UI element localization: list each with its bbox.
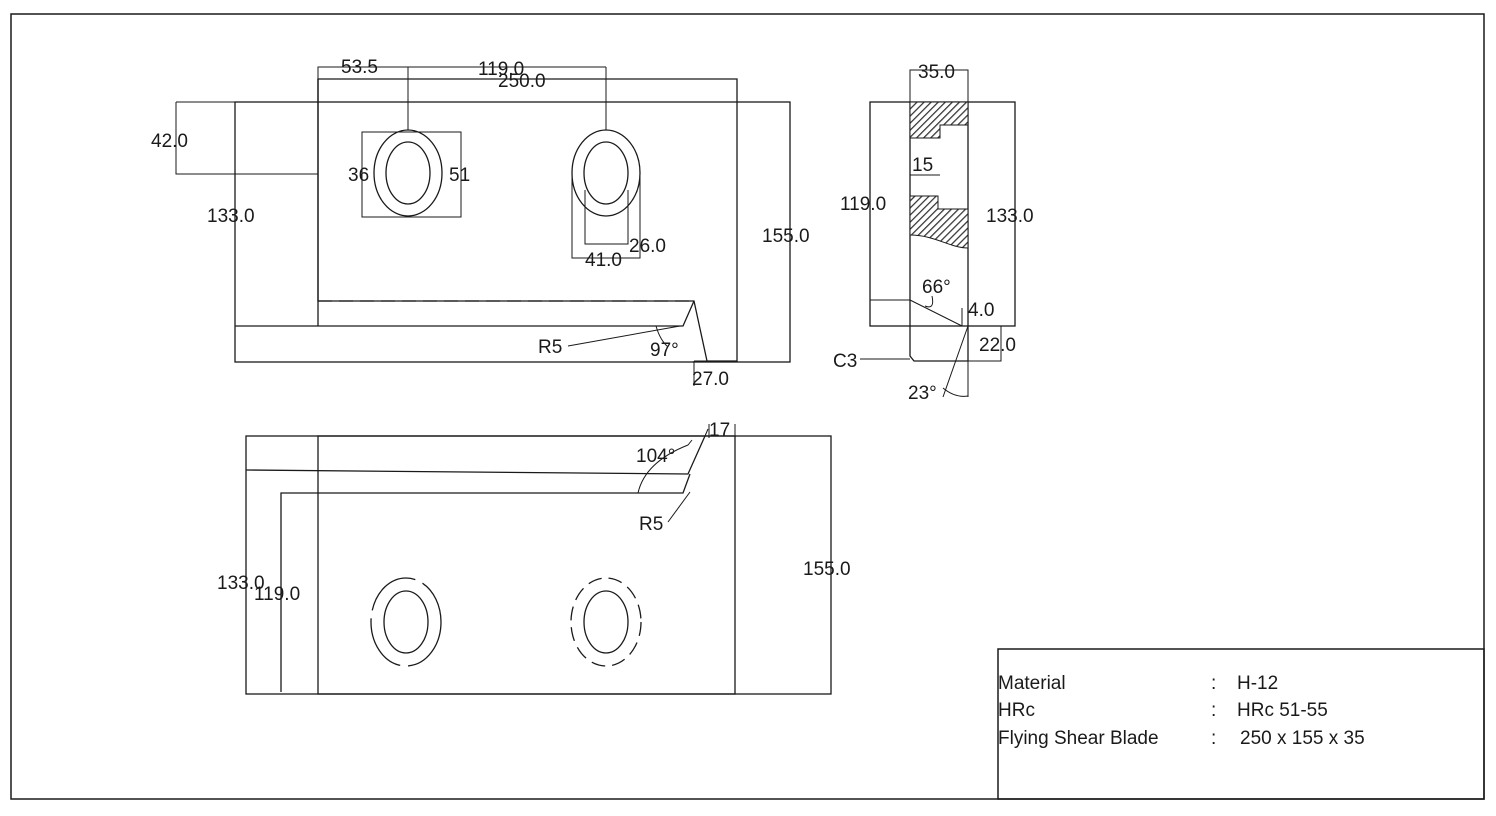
tb-value-material: H-12 bbox=[1237, 673, 1278, 694]
dim-35: 35.0 bbox=[918, 62, 955, 83]
tb-value-part: 250 x 155 x 35 bbox=[1240, 728, 1365, 749]
dim-22: 22.0 bbox=[979, 335, 1016, 356]
hole-1-outer bbox=[370, 577, 442, 667]
dim-133-front: 133.0 bbox=[207, 206, 255, 227]
dim-15: 15 bbox=[912, 155, 933, 176]
dim-r5-bottom: R5 bbox=[639, 514, 663, 535]
dim-17: 17 bbox=[709, 420, 730, 441]
front-outline bbox=[317, 78, 738, 362]
hole-1-inner bbox=[383, 590, 429, 654]
tb-sep-part: : bbox=[1211, 728, 1216, 749]
tb-label-material: Material bbox=[998, 673, 1066, 694]
tb-sep-hrc: : bbox=[1211, 700, 1216, 721]
dim-97-deg: 97° bbox=[650, 340, 679, 361]
slot-2-outer bbox=[571, 129, 641, 217]
slot-1-outer bbox=[373, 129, 443, 217]
dim-119-side: 119.0 bbox=[840, 194, 886, 215]
front-outer-rect bbox=[234, 101, 791, 363]
hole-2-outer bbox=[570, 577, 642, 667]
tb-label-part: Flying Shear Blade bbox=[998, 728, 1159, 749]
title-block: Material : H-12 HRc : HRc 51-55 Flying S… bbox=[997, 648, 1485, 800]
dim-r5-front: R5 bbox=[538, 337, 562, 358]
side-view bbox=[860, 69, 1016, 398]
section-hatch-top bbox=[909, 101, 969, 139]
dim-51: 51 bbox=[449, 165, 470, 186]
dim-41: 41.0 bbox=[585, 250, 622, 271]
dim-155-bottom: 155.0 bbox=[803, 559, 851, 580]
dim-133-bottom: 133.0 bbox=[217, 573, 265, 594]
section-hatch-mid bbox=[909, 195, 969, 249]
bottom-profile bbox=[245, 435, 706, 475]
dim-155-front: 155.0 bbox=[762, 226, 810, 247]
dim-36: 36 bbox=[348, 165, 369, 186]
dim-133-side: 133.0 bbox=[986, 206, 1034, 227]
slot-2-inner bbox=[583, 141, 629, 205]
dim-26: 26.0 bbox=[629, 236, 666, 257]
dim-23-deg: 23° bbox=[908, 383, 937, 404]
tb-sep-material: : bbox=[1211, 673, 1216, 694]
bottom-outer-rect bbox=[245, 435, 832, 695]
dim-53-5: 53.5 bbox=[341, 57, 378, 78]
tb-label-hrc: HRc bbox=[998, 700, 1035, 721]
tb-value-hrc: HRc 51-55 bbox=[1237, 700, 1328, 721]
dim-250: 250.0 bbox=[498, 71, 546, 92]
dim-119-bottom: 119.0 bbox=[254, 584, 300, 605]
dim-104-deg: 104° bbox=[636, 446, 675, 467]
dim-42: 42.0 bbox=[151, 131, 188, 152]
dim-c3: C3 bbox=[833, 351, 857, 372]
bottom-view bbox=[245, 424, 832, 695]
dim-4: 4.0 bbox=[968, 300, 994, 321]
slot-1-inner bbox=[385, 141, 431, 205]
dim-66-deg: 66° bbox=[922, 277, 951, 298]
hole-2-inner bbox=[583, 590, 629, 654]
front-view bbox=[175, 66, 791, 386]
drawing-border bbox=[10, 13, 1485, 800]
dim-27: 27.0 bbox=[692, 369, 729, 390]
dim-119-top: 119.0 bbox=[478, 59, 524, 80]
